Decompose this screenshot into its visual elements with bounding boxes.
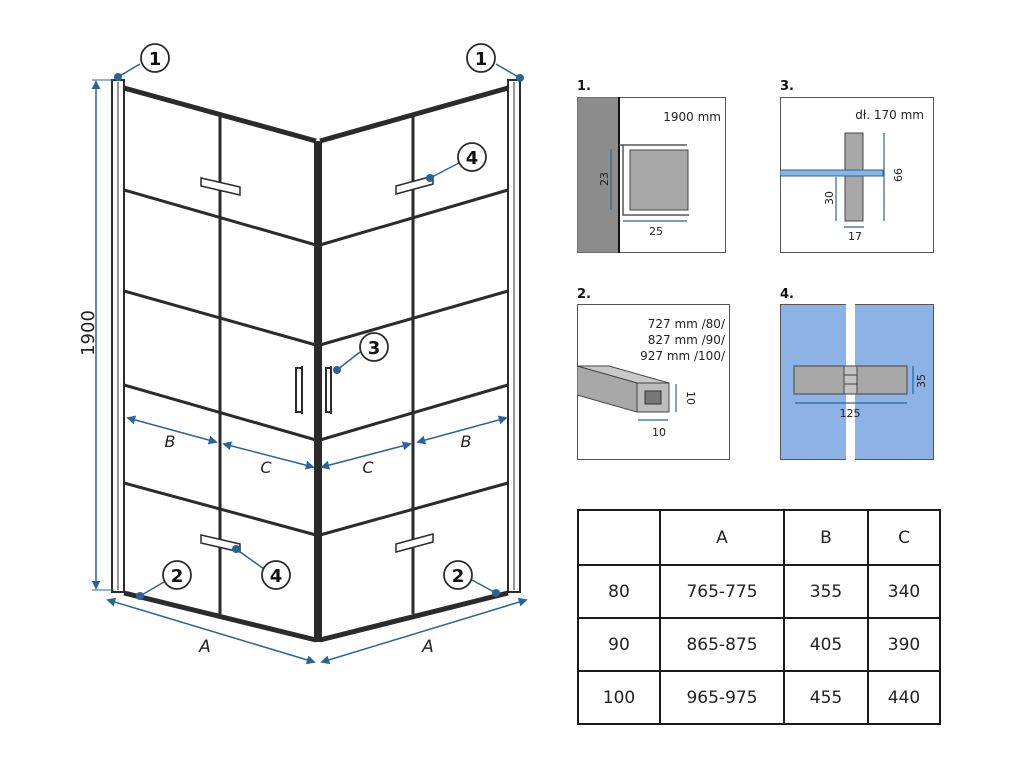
table-cell: 405	[783, 617, 869, 672]
svg-text:4: 4	[466, 148, 479, 169]
width-label-left: A	[198, 637, 211, 657]
detail-1-length: 1900 mm	[663, 110, 721, 124]
table-header-cell: C	[867, 509, 941, 566]
table-row: 80 765-775 355 340	[577, 564, 941, 619]
detail-4-label: 4.	[780, 287, 794, 302]
table-row: 90 865-875 405 390	[577, 617, 941, 672]
table-header-cell: B	[783, 509, 869, 566]
callout-1-right: 1	[466, 43, 524, 82]
table-cell: 90	[577, 617, 661, 672]
detail-3-dim-66: 66	[892, 168, 905, 182]
callout-4-top: 4	[426, 142, 487, 182]
detail-1-dim-h: 23	[598, 172, 611, 186]
height-dimension	[91, 79, 114, 591]
c-label-right: C	[362, 458, 374, 477]
detail-3-dim-17: 17	[848, 230, 862, 243]
detail-1-label: 1.	[577, 79, 591, 94]
detail-2-bar: 727 mm /80/ 827 mm /90/ 927 mm /100/ 10 …	[577, 304, 730, 460]
detail-2-length-80: 727 mm /80/	[648, 317, 726, 331]
svg-text:2: 2	[452, 566, 465, 587]
svg-text:3: 3	[368, 338, 381, 359]
table-row: 100 965-975 455 440	[577, 670, 941, 725]
callout-3: 3	[333, 332, 389, 374]
c-label-left: C	[260, 458, 272, 477]
detail-2-dim-w: 10	[652, 426, 666, 439]
dimensions-table: A B C 80 765-775 355 340 90 865-875 405 …	[577, 509, 941, 725]
table-cell: 80	[577, 564, 661, 619]
right-side-frame	[318, 85, 509, 643]
table-header-cell	[577, 509, 661, 566]
callout-2-left: 2	[136, 560, 192, 600]
b-label-left: B	[165, 432, 176, 451]
detail-2-length-90: 827 mm /90/	[648, 333, 726, 347]
table-cell: 390	[867, 617, 941, 672]
svg-text:1: 1	[475, 49, 488, 70]
detail-2-dim-h: 10	[684, 391, 697, 405]
right-wall-profile	[507, 79, 521, 593]
left-wall-profile	[111, 79, 125, 593]
table-cell: 355	[783, 564, 869, 619]
table-header-cell: A	[659, 509, 785, 566]
detail-4-dim-h: 35	[915, 374, 928, 388]
b-label-right: B	[461, 432, 472, 451]
callout-1-left: 1	[114, 43, 170, 81]
svg-text:2: 2	[171, 566, 184, 587]
bc-dimensions	[126, 415, 508, 470]
detail-3-length: dł. 170 mm	[855, 108, 924, 122]
table-cell: 340	[867, 564, 941, 619]
table-cell: 965-975	[659, 670, 785, 725]
table-cell: 765-775	[659, 564, 785, 619]
left-side-frame	[123, 85, 318, 643]
detail-2-length-100: 927 mm /100/	[640, 349, 726, 363]
detail-1-wall-profile: 1900 mm 23 25	[577, 97, 726, 253]
detail-3-dim-30: 30	[823, 191, 836, 205]
callout-2-right: 2	[443, 560, 500, 597]
shower-enclosure-drawing: 1900 A A B C C B 1 1 2 2	[78, 43, 528, 665]
door-handles	[295, 366, 332, 414]
detail-4-hinge: 35 125	[780, 304, 934, 460]
svg-text:4: 4	[270, 566, 283, 587]
detail-1-dim-w: 25	[649, 225, 663, 238]
callout-4-bottom: 4	[232, 545, 291, 590]
table-header-row: A B C	[577, 509, 941, 566]
table-cell: 455	[783, 670, 869, 725]
base-dimensions	[106, 597, 528, 665]
detail-2-label: 2.	[577, 287, 591, 302]
detail-3-handle: dł. 170 mm 66 30 17	[780, 97, 934, 253]
svg-text:1: 1	[149, 49, 162, 70]
height-label: 1900	[78, 310, 99, 356]
table-cell: 865-875	[659, 617, 785, 672]
detail-4-dim-w: 125	[840, 407, 861, 420]
detail-3-label: 3.	[780, 79, 794, 94]
table-cell: 440	[867, 670, 941, 725]
table-cell: 100	[577, 670, 661, 725]
width-label-right: A	[421, 637, 434, 657]
